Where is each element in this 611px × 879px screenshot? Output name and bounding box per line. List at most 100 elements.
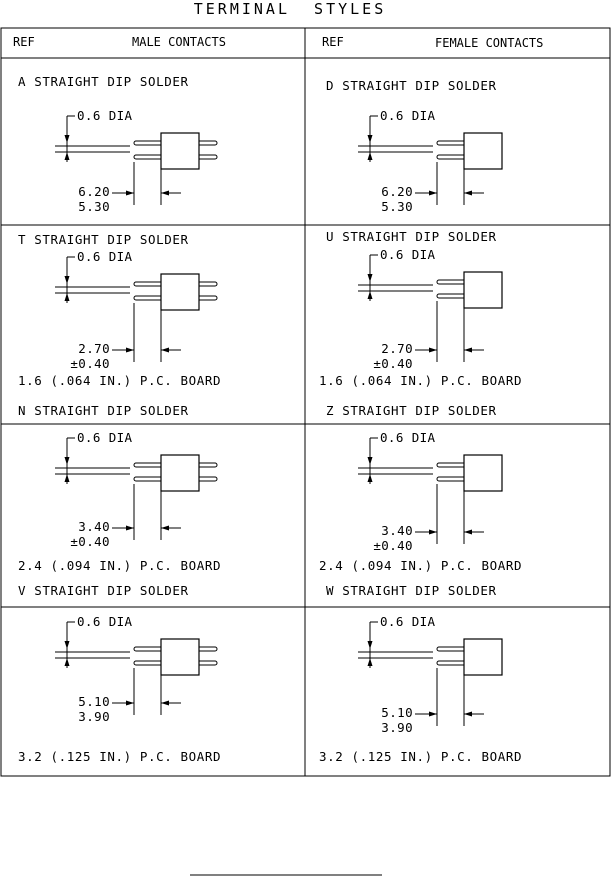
dim-value-secondary: ±0.40 bbox=[373, 538, 413, 553]
dim-value-secondary: ±0.40 bbox=[70, 356, 110, 371]
dim-arrow-left bbox=[429, 529, 437, 535]
contact-housing bbox=[463, 271, 503, 309]
contact-housing bbox=[160, 132, 200, 170]
dim-value: 2.70 bbox=[381, 341, 413, 356]
contact-housing bbox=[160, 273, 200, 311]
dim-value-secondary: ±0.40 bbox=[70, 534, 110, 549]
dim-value: 6.20 bbox=[381, 184, 413, 199]
dim-arrow-right bbox=[161, 190, 169, 196]
contact-housing bbox=[463, 638, 503, 676]
pin-end bbox=[133, 646, 137, 666]
dim-arrow-left bbox=[126, 347, 134, 353]
pin-tip bbox=[214, 462, 218, 482]
terminal-style-D: D STRAIGHT DIP SOLDER 0.6 DIA 6.205.30 bbox=[326, 78, 503, 214]
dim-arrow-right bbox=[161, 700, 169, 706]
pin-end bbox=[436, 646, 440, 666]
dia-text: 0.6 DIA bbox=[380, 247, 436, 262]
dia-arrow-up bbox=[367, 291, 373, 299]
dim-arrow-left bbox=[429, 190, 437, 196]
pin-end bbox=[133, 462, 137, 482]
pin-end bbox=[133, 140, 137, 160]
pcb-thickness: 2.4 (.094 IN.) P.C. BOARD bbox=[319, 558, 522, 573]
dia-text: 0.6 DIA bbox=[380, 108, 436, 123]
style-label: N STRAIGHT DIP SOLDER bbox=[18, 403, 189, 418]
dim-arrow-right bbox=[464, 529, 472, 535]
style-label: D STRAIGHT DIP SOLDER bbox=[326, 78, 497, 93]
dia-arrow-up bbox=[64, 152, 70, 160]
dim-value: 2.70 bbox=[78, 341, 110, 356]
terminal-style-Z: Z STRAIGHT DIP SOLDER 0.6 DIA 3.40±0.40 2.4… bbox=[319, 403, 522, 573]
dia-text: 0.6 DIA bbox=[77, 430, 133, 445]
dim-arrow-right bbox=[464, 190, 472, 196]
dia-text: 0.6 DIA bbox=[380, 430, 436, 445]
dim-arrow-right bbox=[464, 347, 472, 353]
header-right-ref: REF bbox=[322, 35, 344, 49]
dia-arrow-down bbox=[64, 135, 70, 143]
pin-tip bbox=[214, 140, 218, 160]
dim-arrow-left bbox=[126, 525, 134, 531]
dia-text: 0.6 DIA bbox=[77, 108, 133, 123]
dim-value-secondary: 3.90 bbox=[78, 709, 110, 724]
dia-arrow-up bbox=[64, 658, 70, 666]
header-male-title: MALE CONTACTS bbox=[132, 35, 226, 49]
style-label: Z STRAIGHT DIP SOLDER bbox=[326, 403, 497, 418]
dim-value-secondary: 5.30 bbox=[381, 199, 413, 214]
terminal-style-T: T STRAIGHT DIP SOLDER 0.6 DIA 2.70±0.40 1.6… bbox=[18, 232, 221, 388]
style-label: A STRAIGHT DIP SOLDER bbox=[18, 74, 189, 89]
pcb-thickness: 3.2 (.125 IN.) P.C. BOARD bbox=[18, 749, 221, 764]
header-female-title: FEMALE CONTACTS bbox=[435, 36, 543, 50]
pin-tip bbox=[214, 281, 218, 301]
dia-arrow-up bbox=[64, 293, 70, 301]
contact-housing bbox=[160, 638, 200, 676]
dia-arrow-down bbox=[367, 641, 373, 649]
pin-end bbox=[436, 462, 440, 482]
dim-arrow-left bbox=[126, 190, 134, 196]
dim-value: 3.40 bbox=[381, 523, 413, 538]
style-label: V STRAIGHT DIP SOLDER bbox=[18, 583, 189, 598]
pin-end bbox=[436, 140, 440, 160]
dia-arrow-up bbox=[367, 658, 373, 666]
terminal-style-N: N STRAIGHT DIP SOLDER 0.6 DIA 3.40±0.40 2.4… bbox=[18, 403, 221, 573]
pin-end bbox=[133, 281, 137, 301]
dim-arrow-left bbox=[429, 711, 437, 717]
dim-arrow-right bbox=[161, 347, 169, 353]
dim-value-secondary: ±0.40 bbox=[373, 356, 413, 371]
dim-arrow-right bbox=[161, 525, 169, 531]
pin-tip bbox=[214, 646, 218, 666]
pcb-thickness: 2.4 (.094 IN.) P.C. BOARD bbox=[18, 558, 221, 573]
dim-value: 3.40 bbox=[78, 519, 110, 534]
pcb-thickness: 1.6 (.064 IN.) P.C. BOARD bbox=[18, 373, 221, 388]
dia-arrow-up bbox=[367, 152, 373, 160]
dim-arrow-left bbox=[429, 347, 437, 353]
dia-text: 0.6 DIA bbox=[77, 614, 133, 629]
contact-housing bbox=[463, 132, 503, 170]
header-left-ref: REF bbox=[13, 35, 35, 49]
dim-value-secondary: 5.30 bbox=[78, 199, 110, 214]
dim-value-secondary: 3.90 bbox=[381, 720, 413, 735]
dia-arrow-down bbox=[367, 274, 373, 282]
dia-arrow-down bbox=[64, 276, 70, 284]
dia-text: 0.6 DIA bbox=[77, 249, 133, 264]
style-label: T STRAIGHT DIP SOLDER bbox=[18, 232, 189, 247]
pcb-thickness: 3.2 (.125 IN.) P.C. BOARD bbox=[319, 749, 522, 764]
dia-arrow-down bbox=[367, 457, 373, 465]
dia-arrow-down bbox=[64, 457, 70, 465]
terminal-style-V: V STRAIGHT DIP SOLDER 0.6 DIA 5.103.90 3.2 … bbox=[18, 583, 221, 764]
dim-value: 5.10 bbox=[78, 694, 110, 709]
style-label: U STRAIGHT DIP SOLDER bbox=[326, 229, 497, 244]
drawing-title: TERMINAL STYLES bbox=[194, 0, 387, 18]
dia-text: 0.6 DIA bbox=[380, 614, 436, 629]
dim-arrow-left bbox=[126, 700, 134, 706]
dim-arrow-right bbox=[464, 711, 472, 717]
dia-arrow-up bbox=[367, 474, 373, 482]
contact-housing bbox=[463, 454, 503, 492]
dim-value: 5.10 bbox=[381, 705, 413, 720]
pin-end bbox=[436, 279, 440, 299]
dia-arrow-up bbox=[64, 474, 70, 482]
contact-housing bbox=[160, 454, 200, 492]
